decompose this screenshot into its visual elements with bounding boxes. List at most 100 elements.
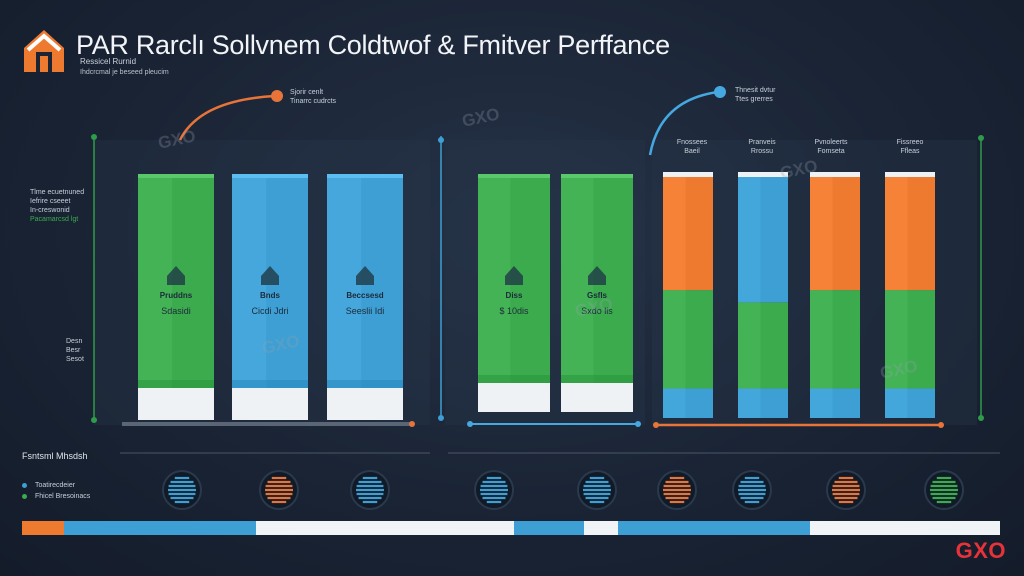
bar-icon [356, 266, 374, 285]
stacked-bar-highlight [810, 172, 833, 291]
annotation-line: Iefrire cseeet [30, 198, 71, 205]
annotation-top-left: Sjorir cenlt Tinarrc cudrcts [290, 88, 336, 106]
page-title: PAR Rarclı Sollvnem Coldtwof & Fmitver P… [76, 30, 670, 60]
stacked-bar-highlight [663, 388, 686, 418]
bar-icon [167, 266, 185, 285]
group3-head-line: Fnossees [676, 139, 708, 146]
connector-dot [271, 90, 283, 102]
baseline-dot [938, 422, 944, 428]
bar-value: Sdasidi [161, 306, 191, 316]
timeline-segment [514, 521, 584, 535]
timeline-segment [22, 521, 64, 535]
timeline-bar [22, 521, 1000, 535]
stacked-bar-highlight [738, 172, 761, 303]
group3-head-1: Fnossees Baeil [672, 138, 712, 156]
annotation-top-right: Thnesit dvtur Ttes grerres [735, 86, 775, 104]
bar-icon [505, 266, 523, 285]
bar-shadow [327, 380, 403, 388]
stacked-bar-cap [663, 172, 713, 177]
legend-label: Fhicel Bresoinacs [35, 493, 91, 500]
bar-cap [327, 174, 403, 178]
bar-value: Sxdo lis [581, 306, 613, 316]
connector-line [648, 90, 719, 156]
stacked-bar-cap [810, 172, 860, 177]
stacked-bar-highlight [810, 388, 833, 418]
axis-end-dot [91, 417, 97, 423]
annotation-line: Tlme ecuetnuned [30, 189, 85, 196]
axis-end-dot [438, 415, 444, 421]
annotation-line: Thnesit dvtur [735, 87, 776, 94]
baseline-dot [467, 421, 473, 427]
baseline-dot [653, 422, 659, 428]
timeline-segment [618, 521, 810, 535]
bar-value: $ 10dis [499, 306, 529, 316]
axis-end-dot [91, 134, 97, 140]
bar-icon [261, 266, 279, 285]
bar-label: Bnds [260, 291, 281, 300]
bar-label: Gsfls [587, 291, 608, 300]
bar-base [138, 388, 214, 420]
bar-highlight [138, 174, 173, 388]
connector-line [178, 94, 276, 141]
group3-head-line: Pranveis [748, 139, 776, 146]
bar-icon [588, 266, 606, 285]
annotation-line: Ttes grerres [735, 96, 773, 103]
bar-shadow [561, 375, 633, 383]
bar-highlight [327, 174, 362, 388]
annotation-line: In-creswonid [30, 207, 70, 214]
stacked-bar-cap [885, 172, 935, 177]
stacked-bar-highlight [738, 388, 761, 418]
stacked-bar-highlight [885, 172, 908, 291]
bar-cap [232, 174, 308, 178]
bar-shadow [138, 380, 214, 388]
bar-highlight [232, 174, 267, 388]
group3-head-line: Baeil [684, 148, 700, 155]
bar-base [561, 383, 633, 412]
group3-head-line: Fissreeo [896, 139, 924, 146]
stacked-bar-highlight [885, 388, 908, 418]
bar-cap [561, 174, 633, 178]
page-subtitle: Ressicel Rurnid [80, 57, 137, 66]
annotation-line: Sjorir cenlt [290, 89, 324, 96]
group3-head-2: Pranveis Rrossu [742, 138, 782, 156]
legend-item: Fhicel Bresoinacs [22, 492, 90, 501]
annotation-line: Pacamarcsd lgt [30, 216, 79, 223]
axis-end-dot [978, 135, 984, 141]
annotation-line: Tinarrc cudrcts [290, 98, 337, 105]
bar-label: Pruddns [160, 291, 193, 300]
bar-base [478, 383, 550, 412]
annotation-line: Besr [66, 347, 81, 354]
house-logo-icon [24, 30, 64, 72]
group3-head-line: Rrossu [750, 148, 774, 155]
bar-cap [138, 174, 214, 178]
legend-label: Toatirecdeier [35, 482, 76, 489]
stacked-bar-highlight [663, 290, 686, 389]
connector-dot [714, 86, 726, 98]
page-subtitle-secondary: Ihdcrcmal je beseed pleucim [80, 69, 169, 76]
timeline-segment [256, 521, 514, 535]
bar-shadow [232, 380, 308, 388]
axis-end-dot [978, 415, 984, 421]
annotation-left-mid: Desn Besr Sesot [66, 337, 84, 364]
annotation-line: Sesot [66, 356, 84, 363]
group3-head-3: Pvnoleerts Fomseta [806, 138, 856, 156]
stacked-bar-highlight [738, 302, 761, 389]
bar-value: Seeslii Idi [346, 306, 385, 316]
bar-shadow [478, 375, 550, 383]
axis-end-dot [438, 137, 444, 143]
baseline-dot [635, 421, 641, 427]
timeline-segment [810, 521, 1000, 535]
group3-head-line: Pvnoleerts [814, 139, 848, 146]
bar-cap [478, 174, 550, 178]
legend-dot-icon [22, 494, 27, 499]
timeline-segment [64, 521, 256, 535]
bar-value: Cicdi Jdri [251, 306, 288, 316]
bar-base [232, 388, 308, 420]
stacked-bar-highlight [810, 290, 833, 389]
bar-base [327, 388, 403, 420]
stacked-bar-highlight [663, 172, 686, 291]
group3-head-4: Fissreeo Ffleas [890, 138, 930, 156]
bottom-section-title: Fsntsml Mhsdsh [22, 451, 88, 461]
annotation-line: Desn [66, 338, 83, 345]
